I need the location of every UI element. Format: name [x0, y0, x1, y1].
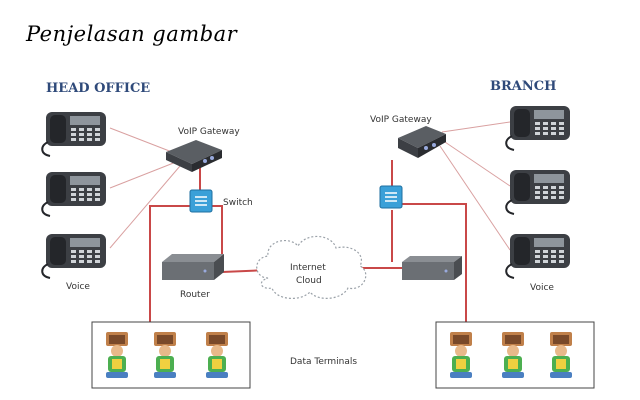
branch-label: BRANCH	[490, 79, 556, 94]
head-office-switch-label: Switch	[223, 198, 253, 208]
data-terminals-label: Data Terminals	[290, 357, 357, 367]
branch-phone-1	[505, 105, 571, 151]
internet-cloud	[256, 235, 367, 299]
head-office-phone-3	[41, 233, 107, 279]
branch-gateway-label: VoIP Gateway	[370, 115, 432, 125]
head-office-switch	[189, 189, 213, 213]
head-office-terminal-group	[91, 321, 251, 389]
branch-voip-gateway	[398, 126, 446, 158]
head-office-gateway-label: VoIP Gateway	[178, 127, 240, 137]
branch-terminal-group	[435, 321, 595, 389]
branch-phone-links	[439, 121, 511, 251]
branch-data-links	[362, 160, 467, 325]
head-office-label: HEAD OFFICE	[46, 81, 150, 96]
head-office-phone-links	[109, 127, 181, 249]
branch-switch	[379, 185, 403, 209]
page-title: Penjelasan gambar	[26, 22, 238, 46]
head-office-voice-label: Voice	[66, 282, 90, 292]
cloud-label-line2: Cloud	[296, 276, 322, 286]
head-office-router-label: Router	[180, 290, 210, 300]
head-office-phone-2	[41, 171, 107, 217]
head-office-router	[162, 254, 224, 280]
branch-phone-2	[505, 169, 571, 215]
cloud-label-line1: Internet	[290, 263, 326, 273]
branch-router	[402, 256, 462, 280]
branch-phone-3	[505, 233, 571, 279]
head-office-phone-1	[41, 111, 107, 157]
branch-voice-label: Voice	[530, 283, 554, 293]
head-office-voip-gateway	[166, 140, 222, 172]
